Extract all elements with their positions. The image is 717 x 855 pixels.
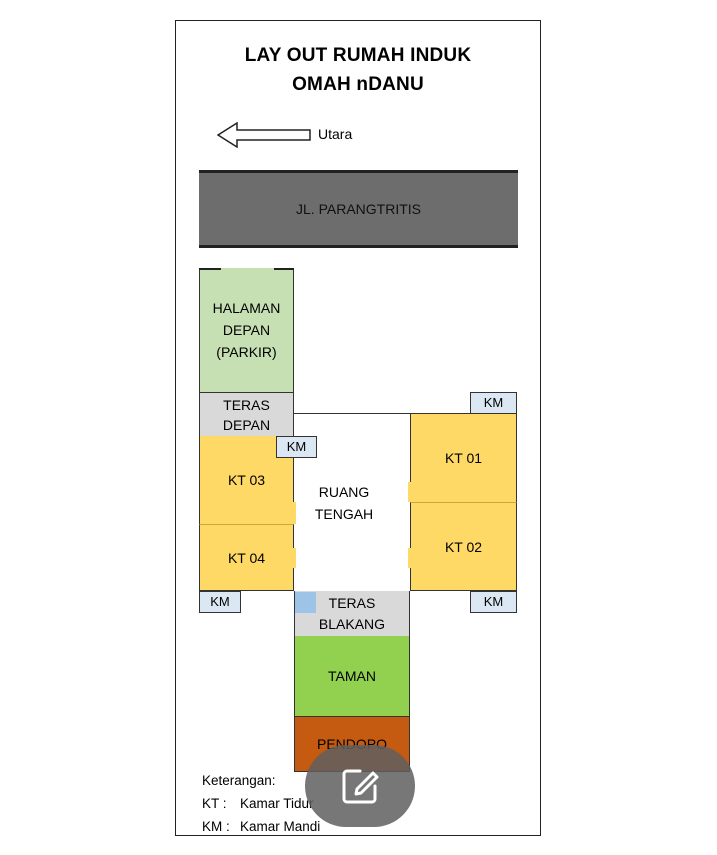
km-kt04: KM (199, 591, 241, 613)
door-gap (408, 482, 411, 502)
km-label: KM (483, 594, 504, 609)
room-kt04: KT 04 (199, 525, 294, 591)
wall-segment (199, 268, 221, 270)
taman: TAMAN (294, 636, 410, 716)
wall-segment (274, 268, 294, 270)
room-kt01: KT 01 (410, 413, 517, 503)
km-label: KM (210, 594, 230, 609)
door-gap (293, 502, 296, 524)
legend-kt: KT : Kamar Tidur (202, 796, 314, 811)
km-kt03: KM (276, 436, 317, 458)
legend-kt-value: Kamar Tidur (240, 796, 314, 811)
kt02-label: KT 02 (444, 538, 483, 555)
legend-kt-key: KT : (202, 796, 227, 811)
door-gap (293, 548, 296, 568)
title-line-1: LAY OUT RUMAH INDUK (244, 45, 472, 66)
km-label: KM (483, 395, 504, 410)
kt01-label: KT 01 (444, 450, 483, 466)
teras-depan: TERAS DEPAN (199, 392, 294, 436)
room-kt02: KT 02 (410, 503, 517, 591)
door-gap (408, 548, 411, 568)
edit-icon (342, 769, 379, 804)
left-arrow-icon (217, 122, 311, 148)
teras-blakang-label: TERAS BLAKANG (318, 594, 386, 632)
km-kt01: KM (470, 392, 517, 414)
km-kt02: KM (470, 591, 517, 613)
small-km (295, 592, 316, 613)
ruang-tengah-label: RUANG TENGAH (314, 484, 374, 522)
kt04-label: KT 04 (227, 549, 266, 566)
teras-depan-label: TERAS DEPAN (222, 396, 271, 433)
legend-heading: Keterangan: (202, 773, 276, 788)
halaman-depan-label: HALAMAN DEPAN (PARKIR) (212, 300, 281, 360)
legend-km-key: KM : (202, 819, 230, 834)
road-label: JL. PARANGTRITIS (296, 201, 421, 217)
title-line-2: OMAH nDANU (292, 74, 424, 95)
legend-km: KM : Kamar Mandi (202, 819, 320, 834)
compass-label: Utara (318, 126, 353, 142)
road-block: JL. PARANGTRITIS (199, 170, 518, 248)
teras-blakang: TERAS BLAKANG (294, 591, 410, 636)
legend-km-value: Kamar Mandi (240, 819, 321, 834)
km-label: KM (286, 439, 307, 454)
halaman-depan: HALAMAN DEPAN (PARKIR) (199, 268, 294, 392)
taman-label: TAMAN (328, 668, 376, 684)
edit-button[interactable] (305, 745, 415, 827)
kt03-label: KT 03 (227, 472, 266, 488)
